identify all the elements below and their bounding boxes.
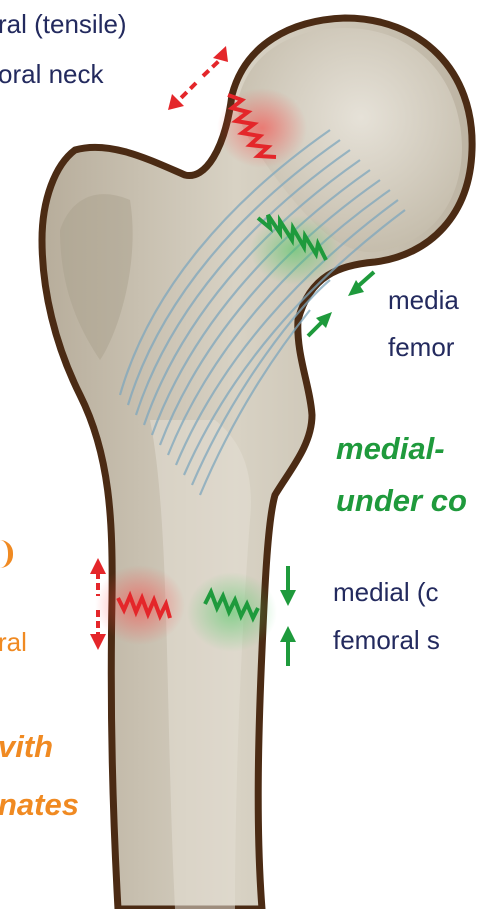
lateral-tension-label-fragment: ral (0, 628, 27, 657)
medial-compression-heading-line1: medial- (336, 432, 445, 467)
shaft-compression-arrows-icon (280, 566, 296, 666)
neck-tension-label-line1: ral (tensile) (0, 10, 127, 39)
lateral-heading-line2: nates (0, 788, 79, 823)
neck-compression-label-line2: femor (388, 333, 454, 362)
neck-compression-glow (250, 215, 340, 285)
lateral-heading-line1: vith (0, 730, 53, 765)
shaft-compression-glow (187, 572, 277, 652)
neck-compression-label-line1: media (388, 286, 459, 315)
neck-tension-arrows-icon (168, 46, 228, 110)
neck-tension-label-line2: oral neck (0, 60, 104, 89)
shaft-compression-label-line2: femoral s (333, 626, 440, 655)
shaft-compression-label-line1: medial (c (333, 578, 438, 607)
medial-compression-heading-line2: under co (336, 484, 467, 519)
